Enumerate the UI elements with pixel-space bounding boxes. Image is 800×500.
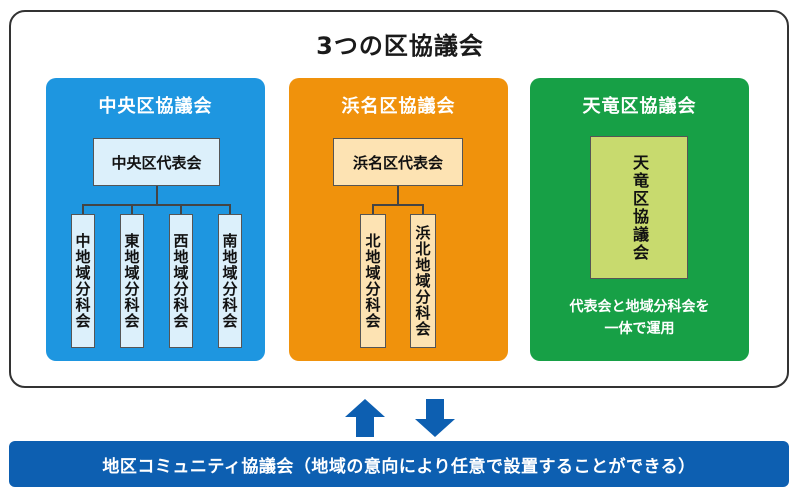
hamana-ward-council: 浜名区協議会 浜名区代表会 北地域分科会 浜北地域分科会 (289, 78, 508, 361)
connector-line (156, 186, 158, 204)
hamana-representative-box: 浜名区代表会 (333, 138, 463, 186)
connector-line (82, 204, 231, 206)
chuo-council-title: 中央区協議会 (98, 96, 213, 117)
connector-line (372, 204, 374, 214)
connector-line (372, 204, 424, 206)
community-council-bar: 地区コミュニティ協議会（地域の意向により任意で設置することができる） (9, 441, 789, 487)
tenryu-council-title: 天竜区協議会 (582, 96, 697, 117)
tenryu-note-line1: 代表会と地域分科会を (569, 299, 710, 315)
down-arrow-icon (415, 399, 455, 437)
connector-line (397, 186, 399, 204)
higashi-subcommittee: 東地域分科会 (120, 214, 144, 348)
tenryu-ward-council: 天竜区協議会 天竜区協議会 代表会と地域分科会を 一体で運用 (530, 78, 749, 361)
connector-line (422, 204, 424, 214)
connector-line (229, 204, 231, 214)
naka-subcommittee: 中地域分科会 (71, 214, 95, 348)
up-arrow-icon (345, 399, 385, 437)
chuo-representative-box: 中央区代表会 (93, 138, 220, 186)
tenryu-note: 代表会と地域分科会を 一体で運用 (530, 296, 749, 340)
nishi-subcommittee: 西地域分科会 (169, 214, 193, 348)
tenryu-note-line2: 一体で運用 (604, 321, 675, 337)
connector-line (82, 204, 84, 214)
connector-line (131, 204, 133, 214)
hamana-council-title: 浜名区協議会 (341, 96, 456, 117)
chuo-ward-council: 中央区協議会 中央区代表会 中地域分科会 東地域分科会 西地域分科会 南地域分科… (46, 78, 265, 361)
kita-subcommittee: 北地域分科会 (360, 214, 386, 348)
hamakita-subcommittee: 浜北地域分科会 (410, 214, 436, 348)
tenryu-council-box: 天竜区協議会 (590, 136, 688, 279)
minami-subcommittee: 南地域分科会 (218, 214, 242, 348)
diagram-title: 3つの区協議会 (316, 32, 484, 60)
connector-line (180, 204, 182, 214)
